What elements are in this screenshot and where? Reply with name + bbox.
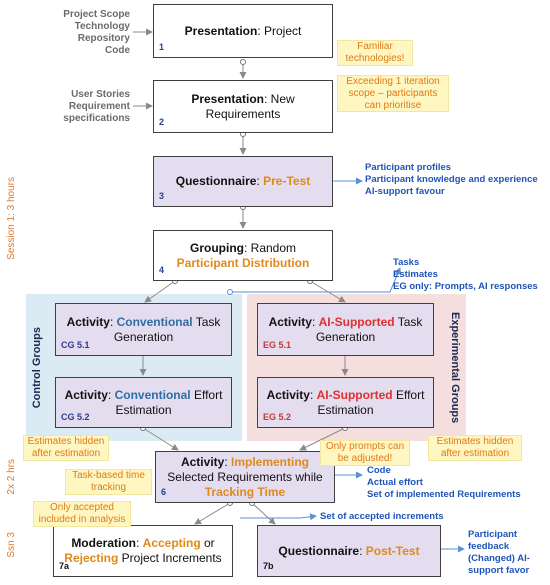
note-estimates-hidden-left: Estimates hidden after estimation: [23, 435, 109, 461]
requirement-inputs-label: User Stories Requirement specifications: [63, 89, 130, 124]
note-exceeding-scope: Exceeding 1 iteration scope – participan…: [337, 75, 449, 112]
implementing-box: Activity: Implementing Selected Requirem…: [155, 451, 335, 503]
task-generation-outputs: Tasks Estimates EG only: Prompts, AI res…: [393, 257, 538, 292]
post-test-outputs: Participant feedback (Changed) AI- suppo…: [468, 529, 530, 576]
eg-task-generation-box: Activity: AI-Supported Task Generation E…: [257, 303, 434, 356]
project-inputs-label: Project Scope Technology Repository Code: [63, 9, 130, 56]
accepted-increments-output: Set of accepted increments: [320, 511, 444, 522]
post-test-questionnaire-box: Questionnaire: Post-Test 7b: [257, 525, 441, 577]
eg-effort-estimation-box: Activity: AI-Supported Effort Estimation…: [257, 377, 434, 428]
pre-test-questionnaire-box: Questionnaire: Pre-Test 3: [153, 156, 333, 207]
note-estimates-hidden-right: Estimates hidden after estimation: [428, 435, 522, 461]
implementation-outputs: Code Actual effort Set of implemented Re…: [367, 465, 521, 500]
experimental-groups-label: Experimental Groups: [449, 311, 461, 424]
note-task-based-time-tracking: Task-based time tracking: [65, 469, 152, 495]
grouping-box: Grouping: Random Participant Distributio…: [153, 230, 333, 281]
moderation-box: Moderation: Accepting or Rejecting Proje…: [53, 525, 233, 577]
note-only-prompts: Only prompts can be adjusted!: [320, 440, 410, 466]
presentation-project-box: Presentation: Project 1: [153, 4, 333, 58]
presentation-new-requirements-box: Presentation: New Requirements 2: [153, 80, 333, 133]
note-only-accepted: Only accepted included in analysis: [33, 501, 131, 527]
cg-task-generation-box: Activity: Conventional Task Generation C…: [55, 303, 232, 356]
note-familiar-technologies: Familiar technologies!: [337, 40, 413, 66]
cg-effort-estimation-box: Activity: Conventional Effort Estimation…: [55, 377, 232, 428]
pre-test-outputs: Participant profiles Participant knowled…: [365, 162, 538, 197]
